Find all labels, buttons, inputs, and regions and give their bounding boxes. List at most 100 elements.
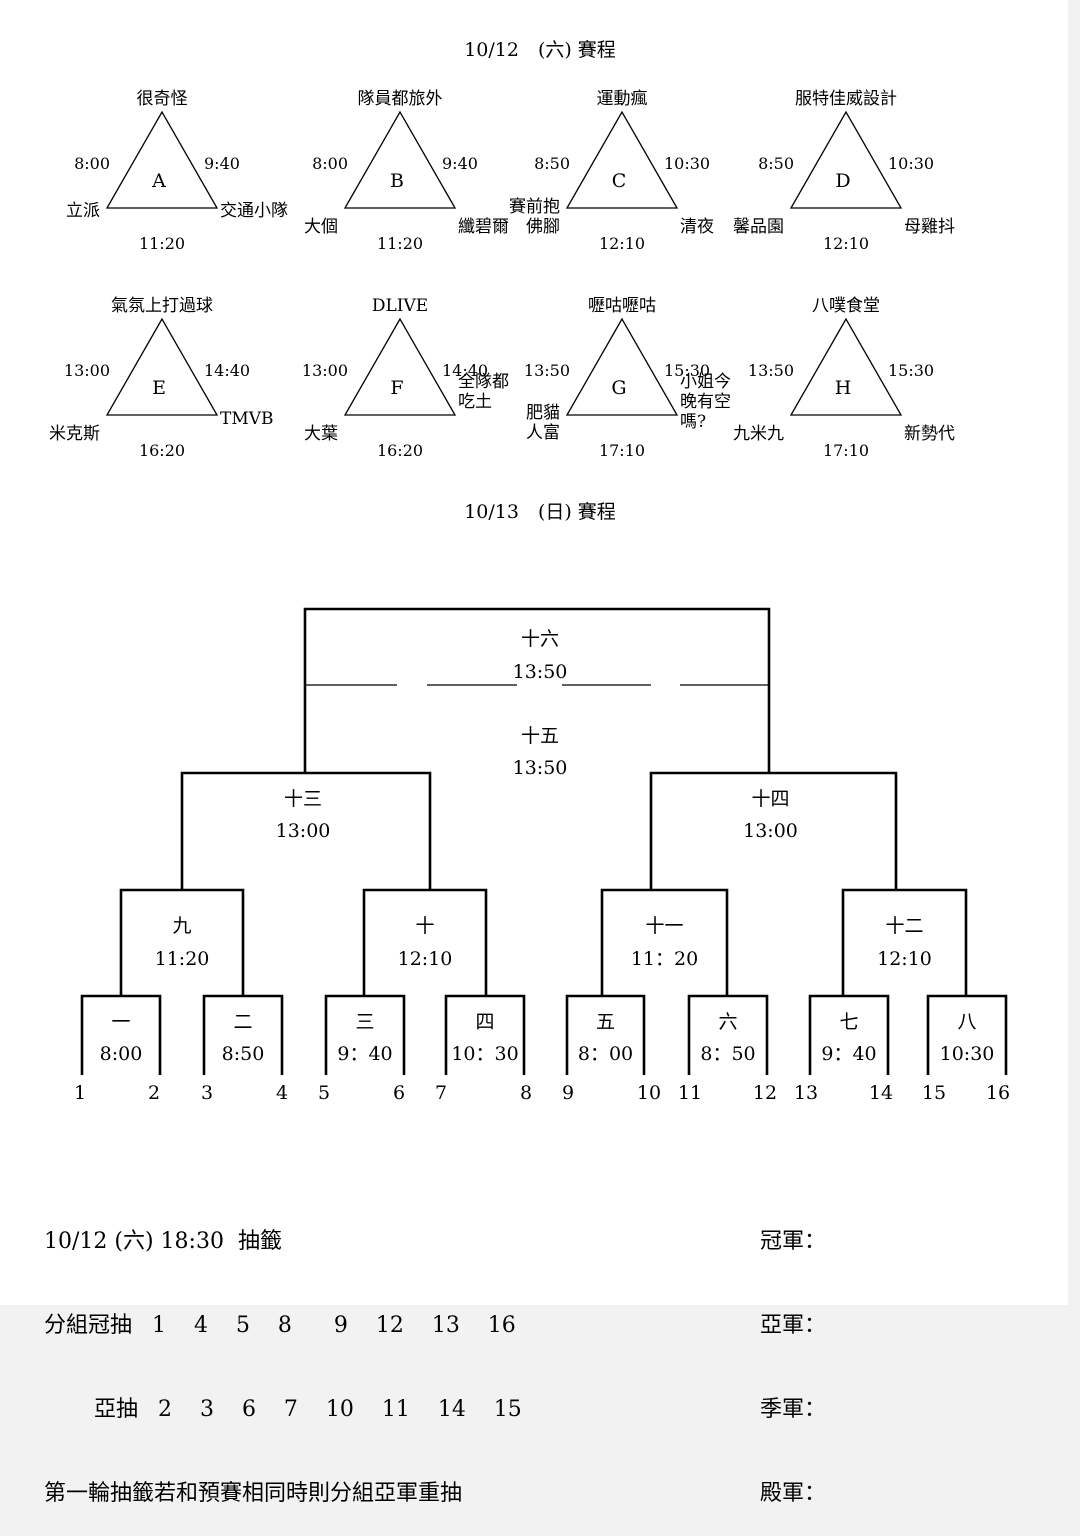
placing-champion: 冠軍： — [760, 1229, 827, 1254]
group-right-team: 新勢代 — [904, 424, 955, 444]
quarterfinal-label: 十一 — [645, 915, 683, 937]
group-triangle — [789, 110, 903, 209]
group-top-team: 氣氛上打過球 — [111, 296, 213, 316]
round1-match-time: 8：50 — [700, 1043, 755, 1065]
draw-slot-number: 8 — [520, 1082, 532, 1104]
group-time-right: 9:40 — [442, 154, 478, 173]
quarterfinal-time: 12:10 — [877, 948, 932, 970]
schedule-sheet — [0, 0, 1068, 1305]
group-triangle — [105, 317, 219, 416]
group-time-bottom: 17:10 — [823, 441, 869, 460]
round1-match-time: 9：40 — [337, 1043, 392, 1065]
draw-slot-number: 1 — [74, 1082, 86, 1104]
group-top-team: DLIVE — [372, 296, 428, 316]
group-letter: E — [152, 377, 166, 399]
group-time-bottom: 11:20 — [139, 234, 185, 253]
round1-match-time: 8:00 — [100, 1043, 143, 1065]
quarterfinal-label: 十二 — [885, 915, 923, 937]
champion-draw-label: 分組冠抽 — [44, 1313, 133, 1338]
third-place-time: 13:50 — [513, 757, 568, 779]
draw-slot-number: 16 — [986, 1082, 1010, 1104]
runnerup-draw-label: 亞抽 — [94, 1397, 139, 1422]
group-time-left: 13:50 — [748, 361, 794, 380]
group-top-team: 運動瘋 — [597, 89, 648, 109]
group-time-left: 8:00 — [74, 154, 110, 173]
group-time-bottom: 16:20 — [139, 441, 185, 460]
group-triangle — [565, 317, 679, 416]
quarterfinal-time: 11:20 — [155, 948, 210, 970]
round1-match-time: 9：40 — [821, 1043, 876, 1065]
group-right-team: 全隊都吃土 — [458, 372, 509, 412]
group-time-right: 10:30 — [888, 154, 934, 173]
group-left-team: 立派 — [66, 201, 100, 221]
round1-match-label: 八 — [957, 1011, 976, 1033]
group-letter: D — [835, 170, 850, 192]
quarterfinal-bracket — [362, 888, 488, 996]
draw-slot-number: 6 — [393, 1082, 405, 1104]
group-triangle — [789, 317, 903, 416]
third-place-label: 十五 — [521, 725, 559, 747]
group-time-right: 15:30 — [888, 361, 934, 380]
group-left-team: 肥貓人富 — [526, 403, 560, 443]
group-time-right: 14:40 — [442, 361, 488, 380]
draw-slot-number: 3 — [201, 1082, 213, 1104]
group-triangle — [343, 317, 457, 416]
group-letter: H — [835, 377, 852, 399]
group-letter: B — [390, 170, 404, 192]
group-letter: F — [390, 377, 403, 399]
group-time-bottom: 11:20 — [377, 234, 423, 253]
group-top-team: 很奇怪 — [137, 89, 188, 109]
group-right-team: 清夜 — [680, 217, 714, 237]
placing-fourth: 殿軍： — [760, 1481, 827, 1506]
round1-match-time: 10：30 — [451, 1043, 518, 1065]
group-time-left: 13:00 — [302, 361, 348, 380]
group-top-team: 八噗食堂 — [812, 296, 880, 316]
group-triangle — [343, 110, 457, 209]
round1-match-label: 五 — [596, 1011, 615, 1033]
draw-slot-number: 11 — [678, 1082, 702, 1104]
group-letter: C — [612, 170, 627, 192]
group-time-right: 14:40 — [204, 361, 250, 380]
round1-match-time: 8：00 — [578, 1043, 633, 1065]
group-time-right: 15:30 — [664, 361, 710, 380]
round1-match-label: 三 — [355, 1011, 374, 1033]
group-time-right: 10:30 — [664, 154, 710, 173]
group-triangle — [565, 110, 679, 209]
round1-match-label: 六 — [718, 1011, 737, 1033]
quarterfinal-time: 11：20 — [631, 948, 698, 970]
quarterfinal-bracket — [841, 888, 968, 996]
group-left-team: 大個 — [304, 217, 338, 237]
quarterfinal-bracket — [600, 888, 729, 996]
group-time-left: 8:00 — [312, 154, 348, 173]
draw-slot-number: 2 — [148, 1082, 160, 1104]
day2-title: 10/13 (日) 賽程 — [464, 501, 616, 523]
round1-match-label: 一 — [111, 1011, 130, 1033]
draw-slot-number: 5 — [318, 1082, 330, 1104]
placing-runnerup: 亞軍： — [760, 1313, 827, 1338]
day1-title: 10/12 (六) 賽程 — [464, 39, 616, 61]
final-label: 十六 — [521, 628, 559, 650]
group-left-team: 米克斯 — [49, 424, 100, 444]
placings: 冠軍： 亞軍： 季軍： 殿軍： — [760, 1172, 826, 1536]
champion-draw-numbers: 1 4 5 8 9 12 13 16 — [152, 1313, 516, 1338]
redraw-note: 第一輪抽籤若和預賽相同時則分組亞軍重抽 — [44, 1481, 463, 1506]
final-bracket — [303, 607, 771, 773]
quarterfinal-bracket — [119, 888, 245, 996]
draw-slot-number: 15 — [922, 1082, 946, 1104]
final-time: 13:50 — [513, 661, 568, 683]
group-time-left: 13:00 — [64, 361, 110, 380]
group-time-left: 8:50 — [758, 154, 794, 173]
round1-match-bracket — [808, 994, 890, 1075]
group-time-bottom: 16:20 — [377, 441, 423, 460]
group-right-team: 母雞抖 — [904, 217, 955, 237]
group-right-team: 交通小隊 — [220, 201, 288, 221]
